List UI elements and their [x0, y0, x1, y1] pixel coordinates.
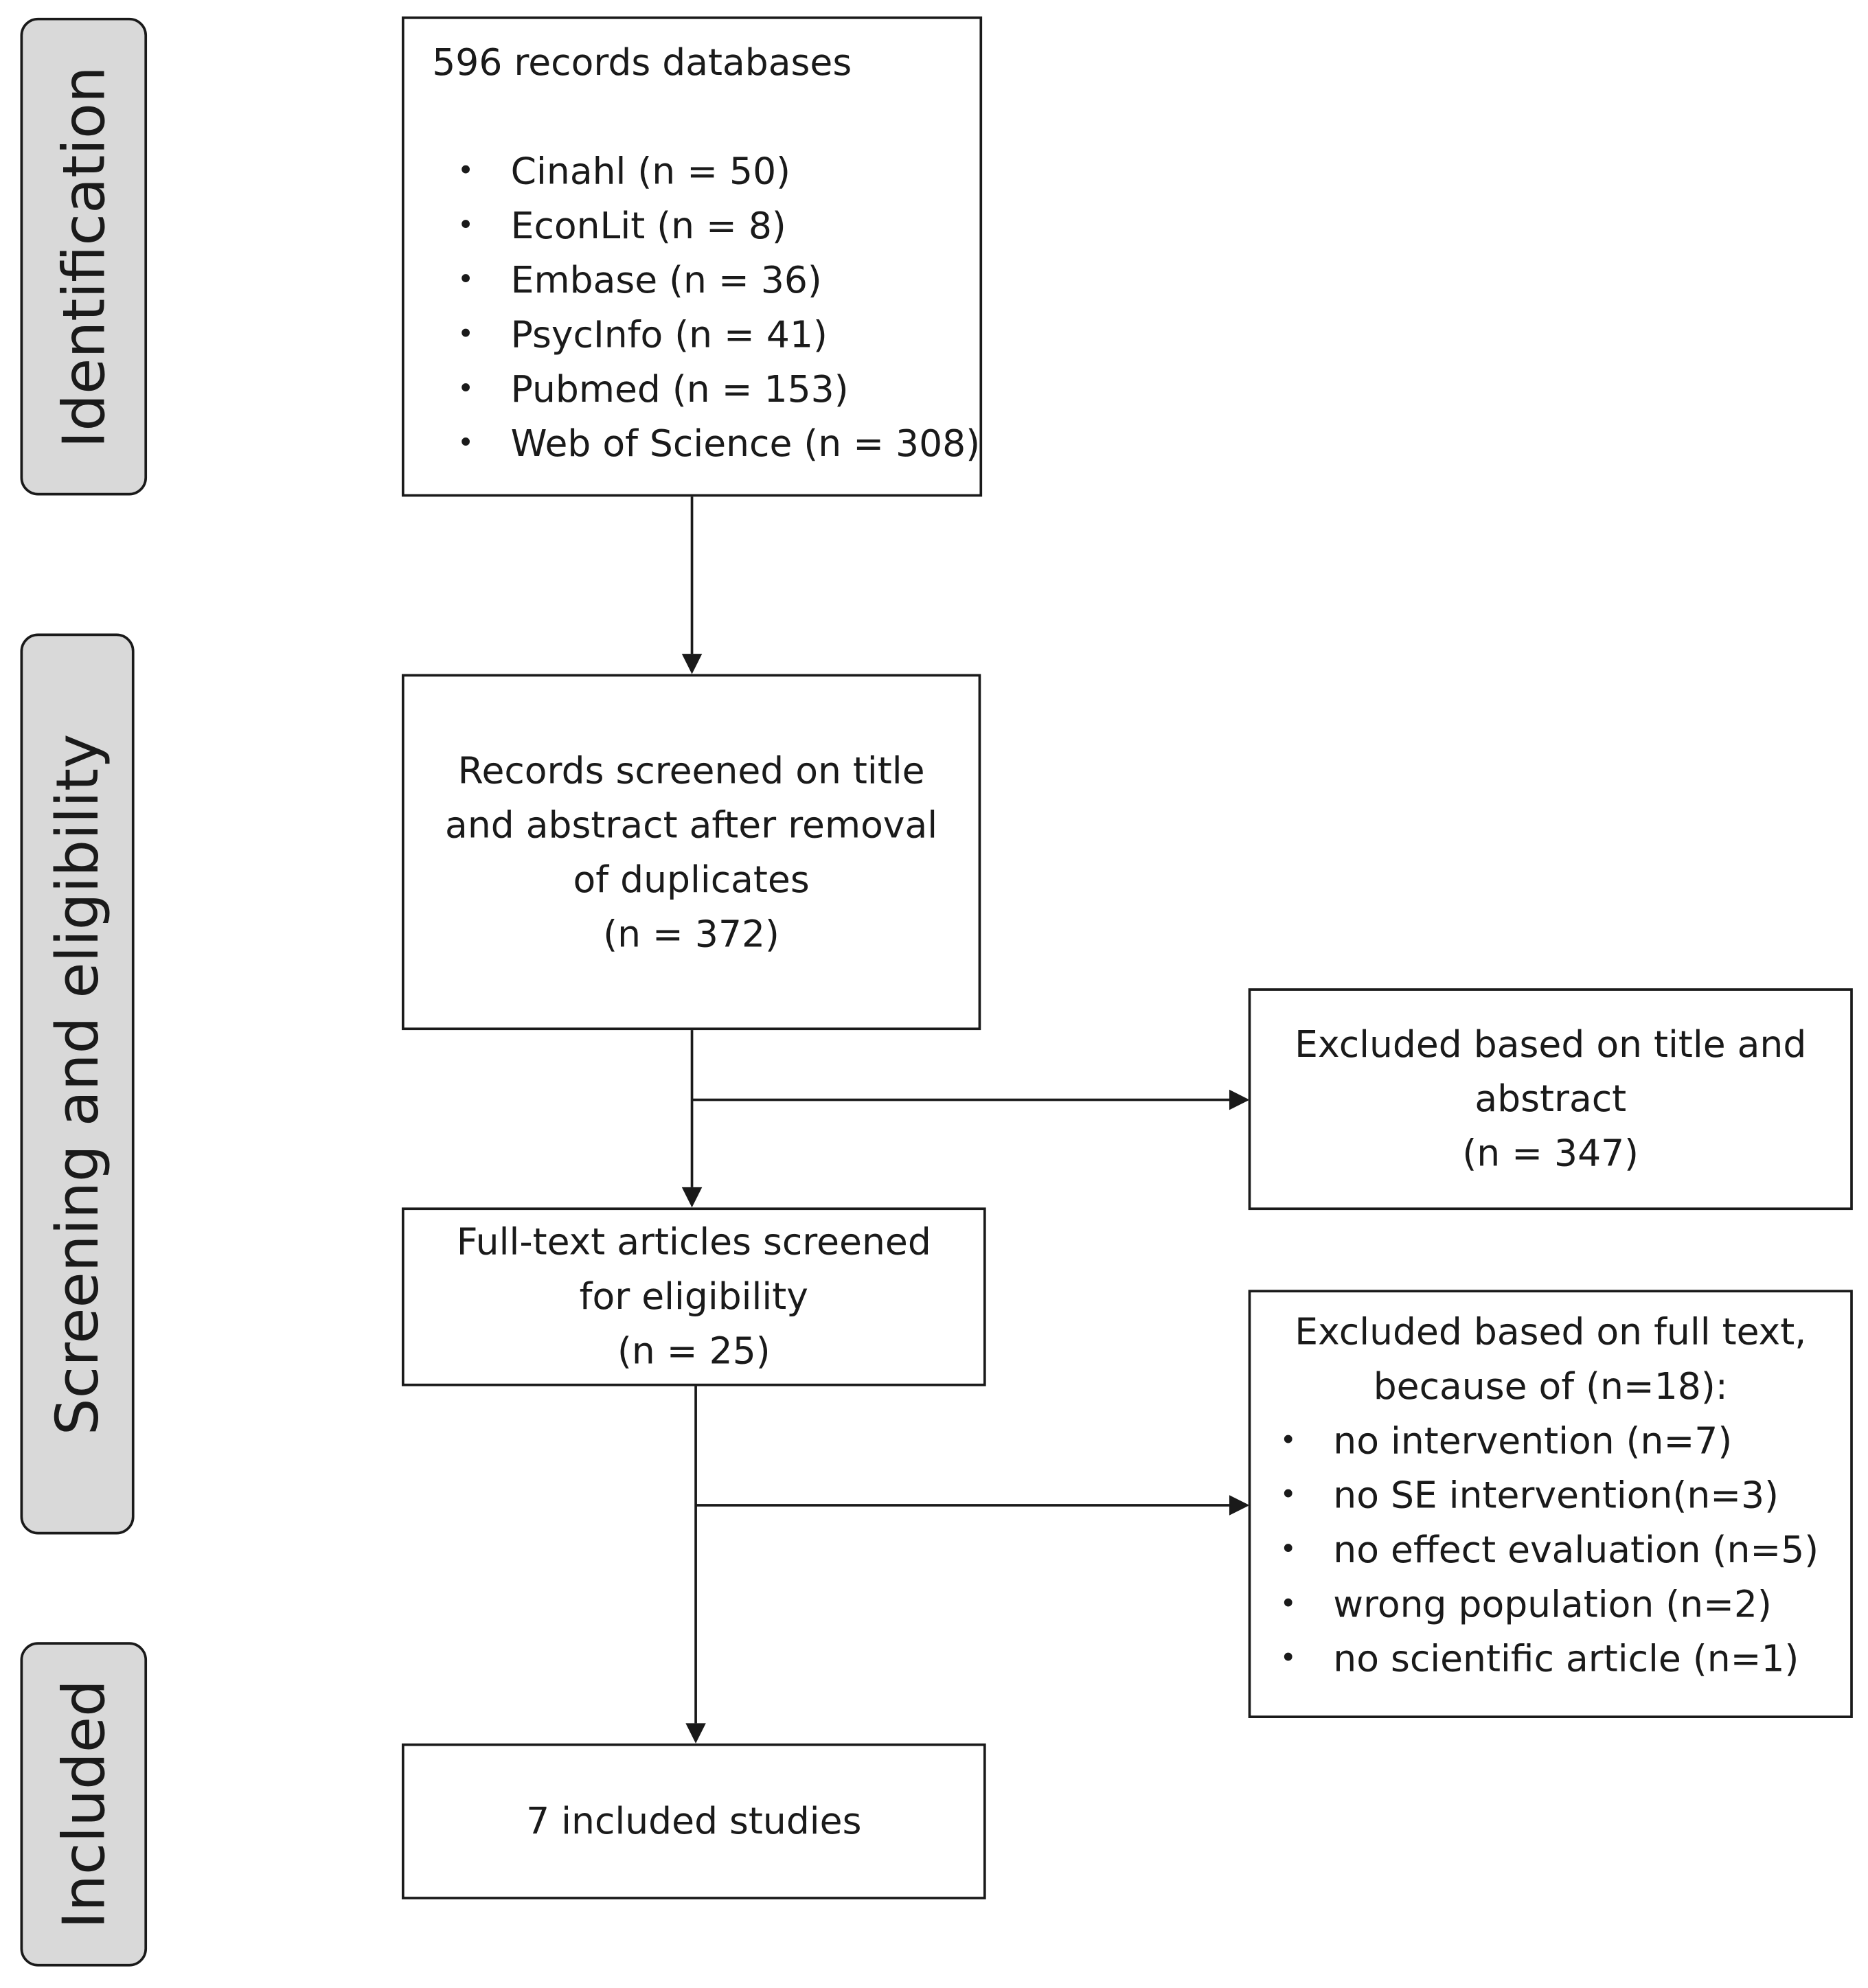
arrowhead-down-2	[681, 1187, 703, 1208]
screened-line-1: Records screened on title	[457, 748, 925, 792]
fulltext-count: (n = 25)	[617, 1329, 771, 1373]
identification-box: 596 records databases Cinahl (n = 50) Ec…	[401, 16, 983, 497]
identification-heading: 596 records databases	[432, 41, 852, 84]
excluded-title-line-2: abstract	[1474, 1077, 1627, 1121]
excluded-title-count: (n = 347)	[1462, 1131, 1639, 1175]
excluded-fulltext-box: Excluded based on full text, because of …	[1248, 1290, 1853, 1718]
excluded-fulltext-line-2: because of (n=18):	[1373, 1364, 1728, 1408]
database-item: Embase (n = 36)	[432, 253, 979, 308]
database-item: Pubmed (n = 153)	[432, 363, 979, 417]
included-label: 7 included studies	[526, 1799, 862, 1842]
exclusion-reason-item: no SE intervention(n=3)	[1257, 1468, 1851, 1522]
fulltext-line-2: for eligibility	[579, 1275, 808, 1318]
screened-box: Records screened on title and abstract a…	[401, 674, 981, 1031]
screened-line-3: of duplicates	[573, 857, 810, 900]
database-list: Cinahl (n = 50) EconLit (n = 8) Embase (…	[432, 144, 980, 471]
fulltext-box: Full-text articles screened for eligibil…	[401, 1207, 986, 1386]
phase-identification: Identification	[20, 17, 148, 496]
arrowhead-right-1	[1229, 1089, 1250, 1110]
database-item: Cinahl (n = 50)	[432, 144, 979, 198]
arrowhead-down-1	[681, 654, 703, 674]
database-item: EconLit (n = 8)	[432, 199, 979, 253]
excluded-title-line-1: Excluded based on title and	[1295, 1022, 1807, 1066]
screened-count: (n = 372)	[603, 911, 779, 955]
exclusion-reason-item: no scientific article (n=1)	[1257, 1632, 1851, 1687]
screened-line-2: and abstract after removal	[445, 802, 938, 846]
exclusion-reason-list: no intervention (n=7) no SE intervention…	[1257, 1414, 1851, 1687]
database-item: PsycInfo (n = 41)	[432, 308, 979, 362]
excluded-fulltext-line-1: Excluded based on full text,	[1295, 1310, 1807, 1353]
database-item: Web of Science (n = 308)	[432, 417, 980, 471]
arrowhead-down-3	[685, 1723, 706, 1744]
phase-included: Included	[20, 1642, 148, 1967]
phase-screening-eligibility: Screening and eligibility	[20, 633, 135, 1535]
exclusion-reason-item: wrong population (n=2)	[1257, 1577, 1851, 1632]
arrowhead-right-2	[1229, 1495, 1250, 1516]
excluded-title-box: Excluded based on title and abstract (n …	[1248, 988, 1853, 1211]
included-box: 7 included studies	[401, 1743, 986, 1899]
exclusion-reason-item: no effect evaluation (n=5)	[1257, 1523, 1851, 1577]
fulltext-line-1: Full-text articles screened	[456, 1220, 931, 1264]
exclusion-reason-item: no intervention (n=7)	[1257, 1414, 1851, 1468]
